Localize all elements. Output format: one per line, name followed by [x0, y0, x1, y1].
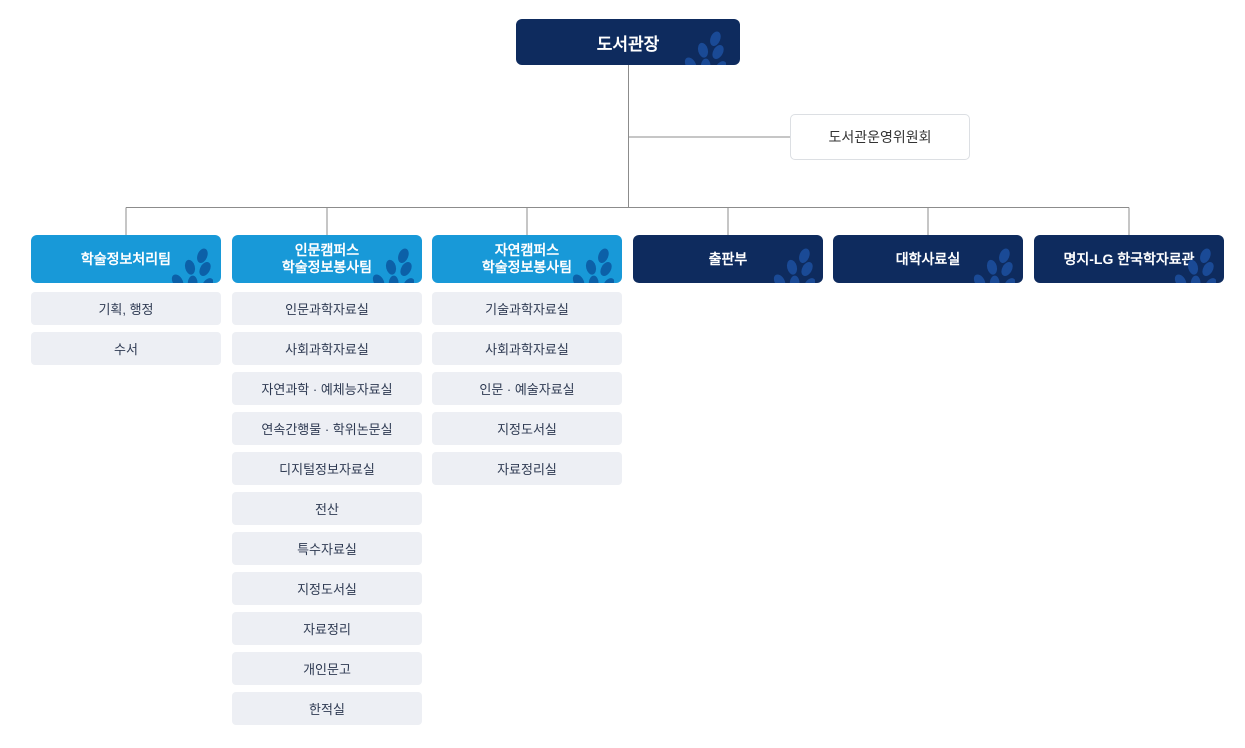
org-child-node: 지정도서실 — [232, 572, 422, 605]
department-header: 자연캠퍼스 학술정보봉사팀 — [432, 235, 622, 283]
org-node-director: 도서관장 — [516, 19, 740, 65]
department-label: 인문캠퍼스 학술정보봉사팀 — [281, 242, 373, 275]
department-column: 명지-LG 한국학자료관 — [1034, 235, 1224, 292]
leaf-icon — [572, 248, 614, 283]
leaf-icon — [684, 31, 726, 65]
org-child-node: 자료정리실 — [432, 452, 622, 485]
org-child-node: 자연과학 · 예체능자료실 — [232, 372, 422, 405]
leaf-icon — [973, 248, 1015, 283]
org-child-node: 지정도서실 — [432, 412, 622, 445]
org-node-committee: 도서관운영위원회 — [790, 114, 970, 160]
department-column: 출판부 — [633, 235, 823, 292]
department-label: 학술정보처리팀 — [80, 250, 172, 267]
org-child-node: 연속간행물 · 학위논문실 — [232, 412, 422, 445]
org-child-node: 전산 — [232, 492, 422, 525]
org-child-node: 인문 · 예술자료실 — [432, 372, 622, 405]
leaf-icon — [372, 248, 414, 283]
department-header: 인문캠퍼스 학술정보봉사팀 — [232, 235, 422, 283]
leaf-icon — [773, 248, 815, 283]
org-child-node: 기술과학자료실 — [432, 292, 622, 325]
org-child-node: 특수자료실 — [232, 532, 422, 565]
leaf-icon — [1174, 248, 1216, 283]
org-child-node: 사회과학자료실 — [232, 332, 422, 365]
org-child-node: 기획, 행정 — [31, 292, 221, 325]
department-column: 대학사료실 — [833, 235, 1023, 292]
department-label: 출판부 — [708, 250, 748, 267]
department-header: 학술정보처리팀 — [31, 235, 221, 283]
org-child-node: 수서 — [31, 332, 221, 365]
department-header: 명지-LG 한국학자료관 — [1034, 235, 1224, 283]
org-child-node: 디지털정보자료실 — [232, 452, 422, 485]
department-header: 대학사료실 — [833, 235, 1023, 283]
department-label: 자연캠퍼스 학술정보봉사팀 — [481, 242, 573, 275]
org-child-node: 인문과학자료실 — [232, 292, 422, 325]
department-label: 대학사료실 — [895, 250, 961, 267]
director-label: 도서관장 — [596, 34, 660, 54]
org-child-node: 개인문고 — [232, 652, 422, 685]
org-child-node: 자료정리 — [232, 612, 422, 645]
department-header: 출판부 — [633, 235, 823, 283]
org-child-node: 한적실 — [232, 692, 422, 725]
department-label: 명지-LG 한국학자료관 — [1063, 250, 1195, 267]
leaf-icon — [171, 248, 213, 283]
org-child-node: 사회과학자료실 — [432, 332, 622, 365]
committee-label: 도서관운영위원회 — [828, 129, 932, 145]
